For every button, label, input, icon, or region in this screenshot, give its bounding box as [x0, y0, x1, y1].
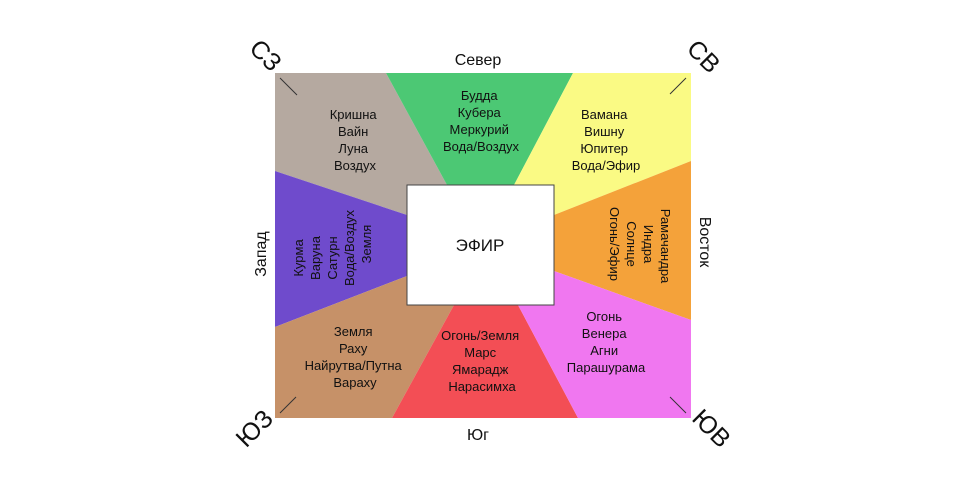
- direction-south: Юг: [467, 427, 489, 444]
- sector-se: [518, 271, 691, 418]
- sector-north: [386, 73, 573, 185]
- corner-label-nw: СЗ: [244, 34, 287, 77]
- direction-east: Восток: [696, 217, 713, 269]
- sector-west-line: Курма: [291, 239, 306, 277]
- sector-south-text: Огонь/Земля Марс Ямарадж Нарасимха: [441, 328, 523, 394]
- sector-sw-line: Найрутва/Путна: [305, 358, 403, 373]
- sector-ne-text: Вамана Вишну Юпитер Вода/Эфир: [572, 107, 641, 173]
- sector-west-line: Сатурн: [325, 236, 340, 279]
- sector-south-line: Ямарадж: [452, 362, 509, 377]
- sector-sw-line: Раху: [339, 341, 368, 356]
- sector-east-text: Рамачандра Индра Солнце Огонь/Эфир: [607, 207, 673, 284]
- sector-nw-line: Воздух: [334, 158, 377, 173]
- sector-west-text: Курма Варуна Сатурн Вода/Воздух Земля: [291, 209, 374, 286]
- center-label: ЭФИР: [456, 236, 505, 255]
- sector-sw-line: Вараху: [333, 375, 377, 390]
- sector-nw-text: Кришна Вайн Луна Воздух: [330, 107, 381, 173]
- sector-west: [275, 171, 407, 327]
- corner-mark-nw: [279, 77, 298, 96]
- sector-ne-line: Вода/Эфир: [572, 158, 641, 173]
- center-square: [406, 184, 555, 306]
- sector-se-text: Огонь Венера Агни Парашурама: [567, 309, 646, 375]
- sector-north-line: Вода/Воздух: [443, 139, 520, 154]
- sector-east-line: Рамачандра: [658, 209, 673, 284]
- direction-north: Север: [455, 52, 502, 69]
- sector-west-line: Земля: [359, 225, 374, 264]
- sector-south-line: Нарасимха: [448, 379, 516, 394]
- corner-mark-ne: [669, 77, 687, 95]
- sector-ne-line: Юпитер: [580, 141, 628, 156]
- sector-nw: [275, 73, 447, 215]
- sector-north-text: Будда Кубера Меркурий Вода/Воздух: [443, 88, 520, 154]
- sector-se-line: Парашурама: [567, 360, 646, 375]
- sector-south-line: Огонь/Земля: [441, 328, 519, 343]
- sector-north-line: Кубера: [458, 105, 502, 120]
- sector-east-line: Огонь/Эфир: [607, 207, 622, 281]
- corner-label-ne: СВ: [681, 35, 725, 79]
- corner-mark-sw: [279, 396, 297, 414]
- sector-nw-line: Вайн: [338, 124, 368, 139]
- sector-east-line: Индра: [641, 225, 656, 264]
- corner-label-sw: ЮЗ: [231, 405, 279, 453]
- sector-ne: [514, 73, 691, 215]
- sector-se-line: Огонь: [586, 309, 622, 324]
- sector-sw-line: Земля: [334, 324, 373, 339]
- sector-se-line: Агни: [590, 343, 618, 358]
- sector-sw: [275, 276, 454, 418]
- sector-sw-text: Земля Раху Найрутва/Путна Вараху: [305, 324, 406, 390]
- sector-west-line: Варуна: [308, 235, 323, 280]
- sector-ne-line: Вишну: [584, 124, 625, 139]
- corner-mark-se: [669, 396, 687, 414]
- sector-nw-line: Луна: [338, 141, 368, 156]
- sector-nw-line: Кришна: [330, 107, 378, 122]
- sector-ne-line: Вамана: [581, 107, 628, 122]
- sector-south: [392, 305, 578, 418]
- sector-se-line: Венера: [582, 326, 628, 341]
- sector-north-line: Будда: [461, 88, 498, 103]
- sector-east-line: Солнце: [624, 221, 639, 267]
- sector-east: [554, 161, 691, 320]
- sector-north-line: Меркурий: [449, 122, 508, 137]
- direction-west: Запад: [253, 231, 270, 277]
- sector-south-line: Марс: [464, 345, 496, 360]
- corner-label-se: ЮВ: [687, 404, 736, 453]
- sector-west-line: Вода/Воздух: [342, 209, 357, 286]
